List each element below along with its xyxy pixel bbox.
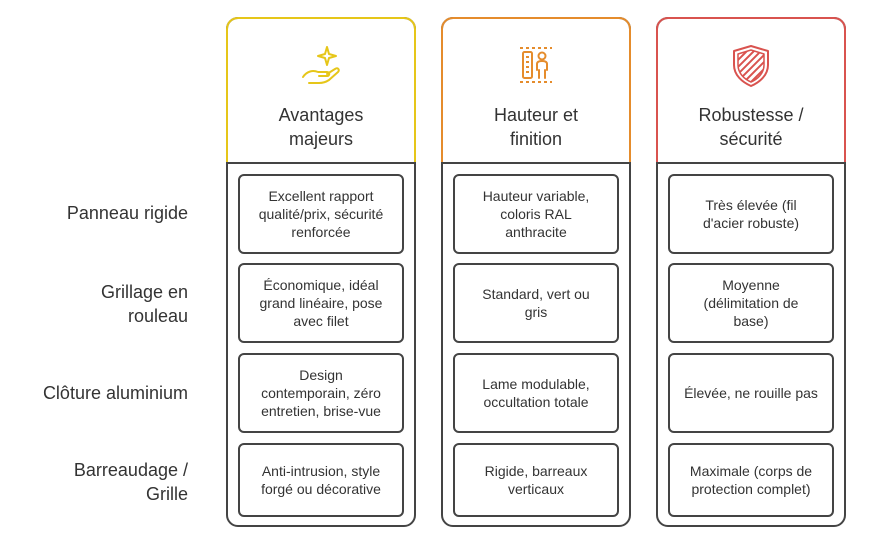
cell-line: Excellent rapport (268, 188, 374, 204)
cell-line: verticaux (507, 481, 564, 497)
row-label-line: Grille (145, 484, 188, 504)
cell-line: coloris RAL (500, 206, 572, 222)
row-label-line: Barreaudage / (73, 460, 188, 480)
height-ruler-person-icon (520, 47, 552, 83)
cell-line: Hauteur variable, (482, 188, 590, 204)
cell-grillage-avantages: Économique, idéal grand linéaire, pose a… (238, 263, 404, 343)
cell-line: Lame modulable, (482, 376, 590, 392)
cell-line: Élevée, ne rouille pas (684, 385, 818, 401)
row-label-panneau-rigide: Panneau rigide (0, 201, 188, 225)
cell-line: qualité/prix, sécurité (258, 206, 384, 222)
row-label-barreaudage-grille: Barreaudage / Grille (0, 458, 188, 506)
column-title: Avantages majeurs (228, 103, 414, 151)
cell-aluminium-hauteur: Lame modulable, occultation totale (453, 353, 619, 433)
row-label-grillage-en-rouleau: Grillage en rouleau (0, 280, 188, 328)
cell-line: (délimitation de (703, 295, 799, 311)
cell-line: Très élevée (fil (705, 197, 797, 213)
column-divider (441, 162, 631, 164)
cell-panneau-rigide-hauteur: Hauteur variable, coloris RAL anthracite (453, 174, 619, 254)
cell-line: contemporain, zéro (261, 385, 381, 401)
cell-panneau-rigide-avantages: Excellent rapport qualité/prix, sécurité… (238, 174, 404, 254)
column-title: Hauteur et finition (443, 103, 629, 151)
row-label-line: rouleau (127, 306, 188, 326)
cell-line: grand linéaire, pose (259, 295, 383, 311)
cell-line: Standard, vert ou (482, 286, 590, 302)
cell-line: Anti-intrusion, style (261, 463, 381, 479)
column-header: Avantages majeurs (226, 17, 416, 163)
cell-line: renforcée (291, 224, 351, 240)
sparkle-hand-icon (302, 46, 340, 84)
column-title-line: sécurité (719, 129, 783, 149)
column-robustesse-securite: Robustesse / sécurité Très élevée (fil d… (656, 17, 846, 527)
cell-line: Design (299, 367, 343, 383)
cell-aluminium-avantages: Design contemporain, zéro entretien, bri… (238, 353, 404, 433)
row-label-line: Panneau rigide (66, 203, 188, 223)
cell-barreaudage-hauteur: Rigide, barreaux verticaux (453, 443, 619, 517)
cell-line: Économique, idéal (263, 277, 379, 293)
row-label-line: Grillage en (100, 282, 188, 302)
column-title-line: finition (509, 129, 563, 149)
cell-line: base) (733, 313, 769, 329)
row-label-cloture-aluminium: Clôture aluminium (0, 381, 188, 405)
column-header: Hauteur et finition (441, 17, 631, 163)
column-divider (656, 162, 846, 164)
column-hauteur-et-finition: Hauteur et finition Hauteur variable, co… (441, 17, 631, 527)
cell-line: protection complet) (691, 481, 811, 497)
column-title-line: majeurs (288, 129, 354, 149)
cell-line: gris (524, 304, 548, 320)
cell-line: avec filet (293, 313, 349, 329)
cell-line: Rigide, barreaux (484, 463, 588, 479)
row-label-line: Clôture aluminium (42, 383, 188, 403)
cell-grillage-robustesse: Moyenne (délimitation de base) (668, 263, 834, 343)
cell-line: d'acier robuste) (702, 215, 800, 231)
cell-line: occultation totale (483, 394, 589, 410)
cell-barreaudage-robustesse: Maximale (corps de protection complet) (668, 443, 834, 517)
cell-line: anthracite (505, 224, 567, 240)
column-avantages-majeurs: Avantages majeurs Excellent rapport qual… (226, 17, 416, 527)
column-header: Robustesse / sécurité (656, 17, 846, 163)
striped-shield-icon (733, 45, 769, 87)
cell-line: Moyenne (722, 277, 780, 293)
column-title-line: Robustesse / (698, 105, 804, 125)
cell-line: Maximale (corps de (689, 463, 813, 479)
cell-line: forgé ou décorative (261, 481, 381, 497)
cell-grillage-hauteur: Standard, vert ou gris (453, 263, 619, 343)
cell-barreaudage-avantages: Anti-intrusion, style forgé ou décorativ… (238, 443, 404, 517)
cell-panneau-rigide-robustesse: Très élevée (fil d'acier robuste) (668, 174, 834, 254)
cell-line: entretien, brise-vue (261, 403, 381, 419)
cell-aluminium-robustesse: Élevée, ne rouille pas (668, 353, 834, 433)
column-title-line: Avantages (278, 105, 364, 125)
column-title-line: Hauteur et (493, 105, 579, 125)
column-divider (226, 162, 416, 164)
column-title: Robustesse / sécurité (658, 103, 844, 151)
